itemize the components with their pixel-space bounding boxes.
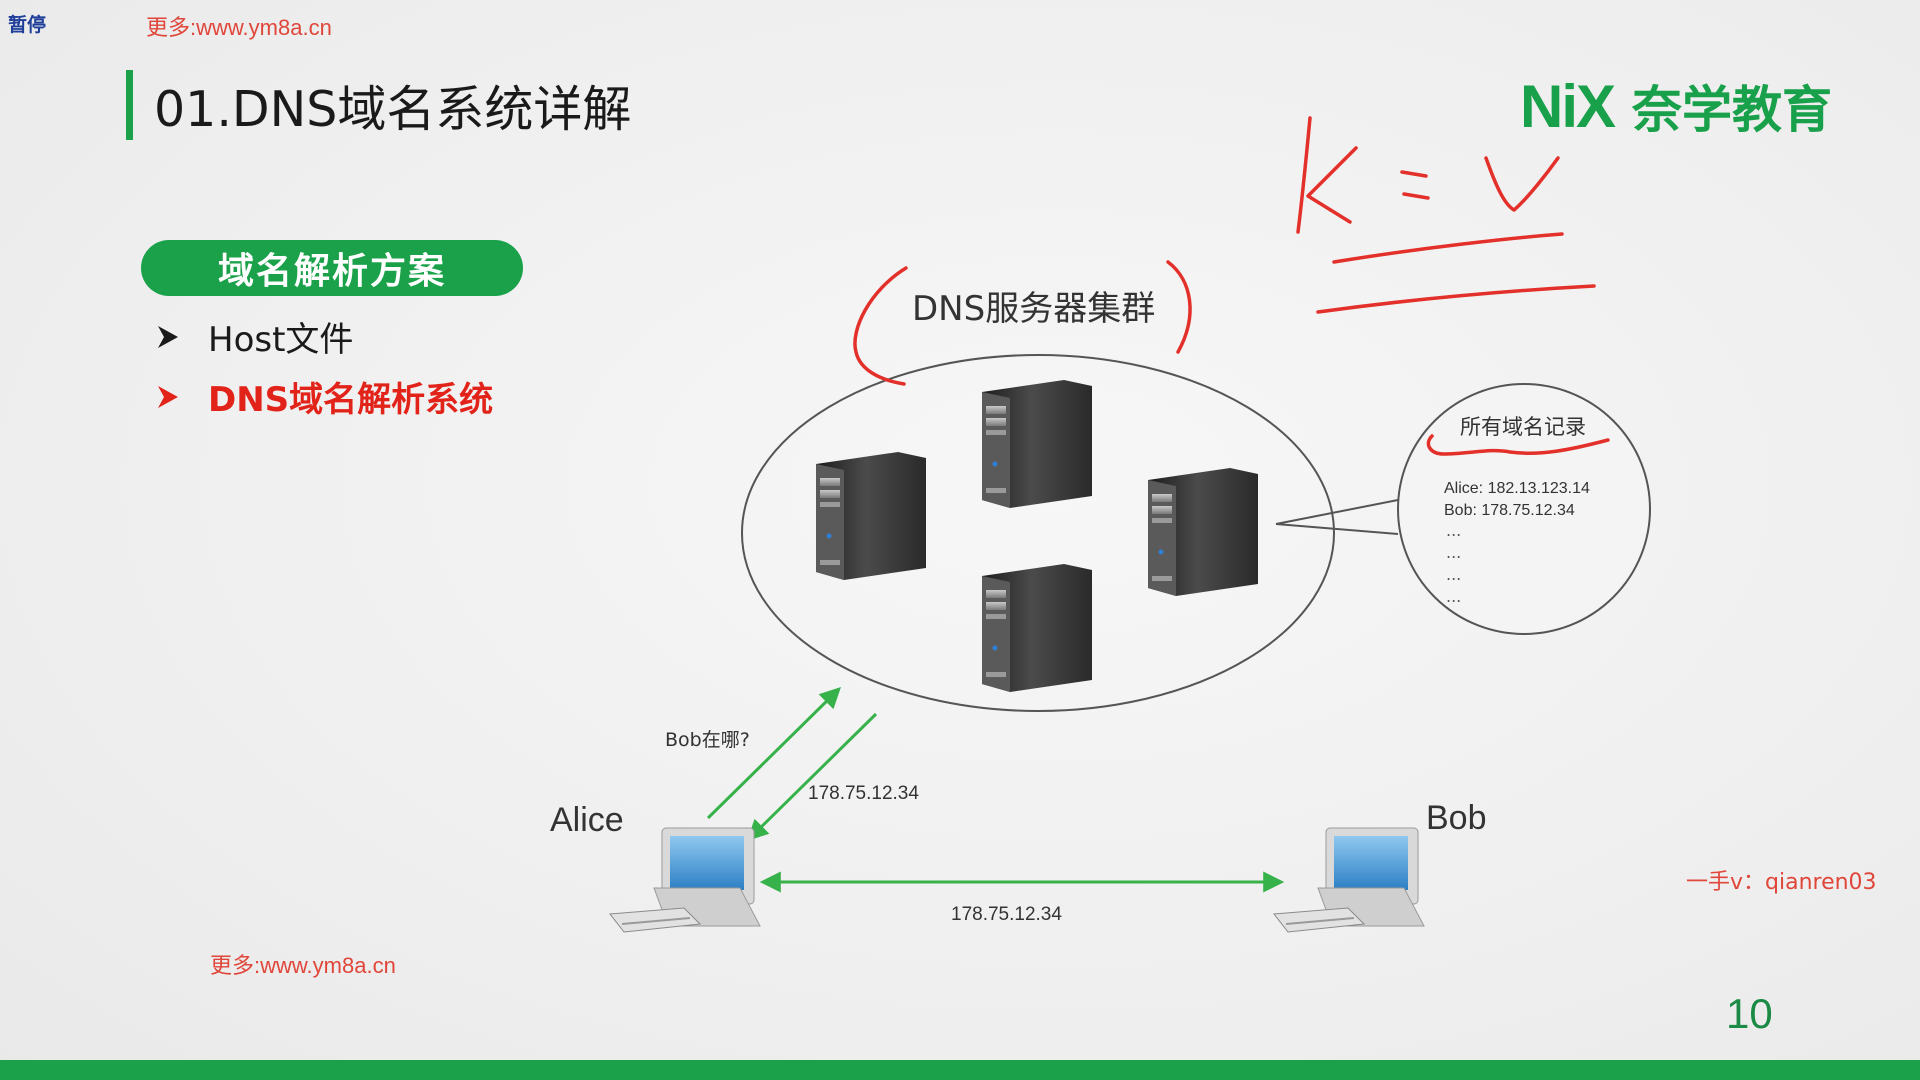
bullet-item-host-file: Host文件 [156,312,353,361]
records-title: 所有域名记录 [1460,415,1586,439]
records-callout-pointer [1275,499,1399,535]
arrow-bullet-icon [158,385,178,408]
bob-label: Bob [1426,799,1487,837]
arrow-bullet-icon [158,325,178,348]
slide-title: 01.DNS域名系统详解 [154,81,632,138]
bullet-label: DNS域名解析系统 [208,380,494,420]
server-icon [982,564,1092,692]
record-ellipsis: ... [1446,543,1461,562]
query-label: Bob在哪? [665,729,750,751]
section-pill: 域名解析方案 [141,240,523,296]
record-ellipsis: ... [1446,521,1461,540]
query-arrow [706,687,841,820]
record-ellipsis: ... [1446,587,1461,606]
watermark-bottom: 更多:www.ym8a.cn [210,953,396,978]
bullet-item-dns-system: DNS域名解析系统 [156,372,493,421]
cluster-label: DNS服务器集群 [912,289,1155,329]
server-icon [1148,468,1258,596]
brand-mark-icon: NiX [1520,72,1616,140]
server-icon [982,380,1092,508]
pause-indicator[interactable]: 暂停 [8,14,47,36]
record-bob: Bob: 178.75.12.34 [1444,502,1575,519]
record-ellipsis: ... [1446,565,1461,584]
handwriting-annotation [853,116,1610,456]
alice-label: Alice [550,801,624,839]
footer-band [0,1060,1920,1080]
bullet-label: Host文件 [208,320,354,360]
brand-logo: NiX 奈学教育 [1520,73,1832,140]
link-ip-label: 178.75.12.34 [951,904,1062,925]
alice-computer-icon [609,827,761,933]
bob-computer-icon [1273,827,1425,933]
brand-name: 奈学教育 [1632,81,1833,139]
record-alice: Alice: 182.13.123.14 [1444,480,1590,497]
answer-ip-label: 178.75.12.34 [808,783,919,804]
contact-note: 一手v：qianren03 [1686,870,1877,895]
title-accent-bar [126,70,133,140]
slide-page-number: 10 [1726,990,1773,1037]
server-icon [816,452,926,580]
cluster-ellipse [741,354,1335,712]
answer-arrow [747,712,878,841]
watermark-top: 更多:www.ym8a.cn [146,15,332,40]
